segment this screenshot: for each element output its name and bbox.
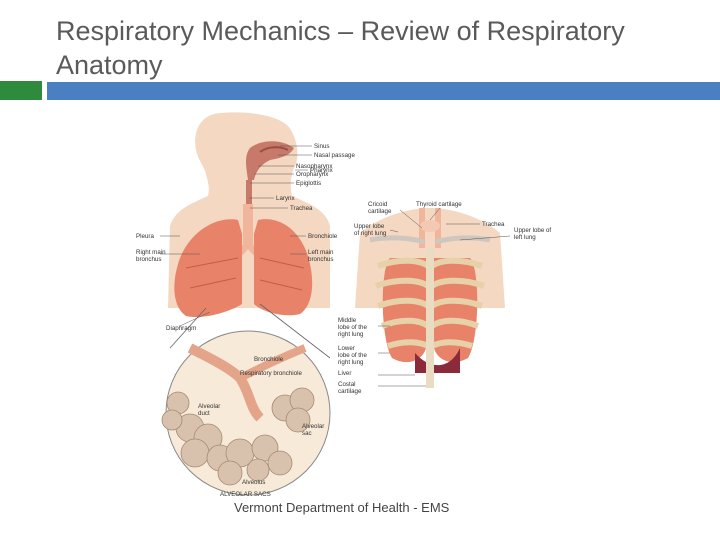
magnification-lines <box>169 303 331 359</box>
leader-lines <box>160 145 511 387</box>
anatomy-drawing: Sinus Nasal passage Nasopharynx Pharynx … <box>136 112 551 498</box>
label-upper-lobe-left-line1: Upper lobe of <box>514 227 551 234</box>
label-pleura: Pleura <box>136 233 154 240</box>
label-middle-lobe-line1: Middle <box>338 317 357 324</box>
slide-footer: Vermont Department of Health - EMS <box>234 500 450 515</box>
label-nasopharynx: Nasopharynx <box>296 163 333 170</box>
label-pharynx: Pharynx <box>310 167 334 174</box>
label-sinus: Sinus <box>314 143 329 150</box>
chest-ribcage <box>355 208 505 388</box>
label-oropharynx: Oropharynx <box>296 171 329 178</box>
label-liver: Liver <box>338 370 351 377</box>
label-alveolar-sac-line1: Alveolar <box>302 423 324 430</box>
label-costal-line2: cartilage <box>338 388 362 395</box>
respiratory-anatomy-illustration: Sinus Nasal passage Nasopharynx Pharynx … <box>130 108 570 500</box>
label-right-main-bronchus-line2: bronchus <box>136 256 161 263</box>
label-lower-lobe-line1: Lower <box>338 345 355 352</box>
label-alveolar-sacs: ALVEOLAR SACS <box>220 491 271 498</box>
label-diaphragm: Diaphragm <box>166 325 196 332</box>
left-diagram-lungs <box>174 219 313 318</box>
label-epiglottis: Epiglottis <box>296 180 321 187</box>
label-trachea-chest: Trachea <box>482 221 505 228</box>
upper-airway <box>246 141 294 206</box>
label-middle-lobe-line2: lobe of the <box>338 324 367 331</box>
alveolar-detail <box>161 330 331 496</box>
figure-labels: Sinus Nasal passage Nasopharynx Pharynx … <box>136 143 551 498</box>
label-cricoid-line1: Cricoid <box>368 201 388 208</box>
label-nasal-passage: Nasal passage <box>314 152 355 159</box>
label-larynx: Larynx <box>276 195 295 202</box>
label-lower-lobe-line3: right lung <box>338 359 364 366</box>
label-thyroid-cartilage: Thyroid cartilage <box>416 201 462 208</box>
accent-bar-blue <box>47 82 720 100</box>
label-bronchiole: Bronchiole <box>308 233 338 240</box>
label-alveolar-duct-line1: Alveolar <box>198 403 220 410</box>
label-upper-lobe-left-line2: left lung <box>514 234 536 241</box>
label-left-main-bronchus-line1: Left main <box>308 249 334 256</box>
label-lower-lobe-line2: lobe of the <box>338 352 367 359</box>
label-alveolar-duct-line2: duct <box>198 410 210 417</box>
label-cricoid-line2: cartilage <box>368 208 392 215</box>
label-costal-line1: Costal <box>338 381 356 388</box>
label-bronchiole-detail: Bronchiole <box>254 356 284 363</box>
label-left-main-bronchus-line2: bronchus <box>308 256 333 263</box>
label-trachea: Trachea <box>290 205 313 212</box>
label-upper-lobe-right-line1: Upper lobe <box>354 223 385 230</box>
accent-bar-green <box>0 81 42 100</box>
label-right-main-bronchus-line1: Right main <box>136 249 166 256</box>
label-middle-lobe-line3: right lung <box>338 331 364 338</box>
label-alveolus: Alveolus <box>242 479 265 486</box>
label-respiratory-bronchiole: Respiratory bronchiole <box>240 370 302 377</box>
label-upper-lobe-right-line2: of right lung <box>354 230 387 237</box>
slide-title: Respiratory Mechanics – Review of Respir… <box>56 16 625 80</box>
label-alveolar-sac-line2: sac <box>302 430 312 437</box>
